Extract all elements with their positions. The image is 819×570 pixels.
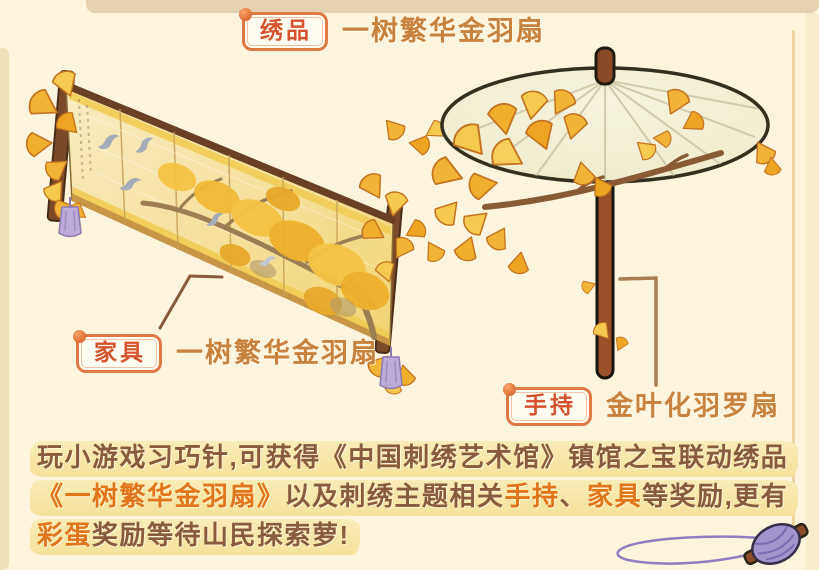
furniture-tag-badge: 家具 <box>73 330 162 373</box>
tassel-icon-right <box>379 347 403 390</box>
badge-dot-icon <box>73 330 86 343</box>
ginkgo-branch <box>482 150 724 210</box>
badge-dot-icon <box>503 383 516 396</box>
bird-icons <box>97 134 277 268</box>
description-line-1-text: 玩小游戏习巧针,可获得《中国刺绣艺术馆》镇馆之宝联动绣品 <box>37 442 789 472</box>
screen-right-post <box>374 201 403 354</box>
furniture-keyword: 家具 <box>587 481 643 511</box>
furniture-tag-label: 家具 <box>94 339 146 365</box>
parasol-canopy <box>440 66 770 184</box>
screen-left-post <box>46 70 76 222</box>
parasol-finial <box>594 46 616 86</box>
screen-fabric <box>63 80 395 347</box>
handheld-tag-badge: 手持 <box>503 383 592 426</box>
separator: 、 <box>559 481 588 511</box>
handheld-keyword: 手持 <box>504 481 560 511</box>
embroidery-tag-badge: 绣品 <box>239 8 328 51</box>
screen-bottom-rail <box>72 193 390 346</box>
screen-top-rail <box>63 80 395 225</box>
frame-right-edge <box>806 13 819 570</box>
description-line-2: 《一树繁华金羽扇》以及刺绣主题相关手持、家具等奖励,更有 <box>30 480 805 516</box>
parasol-illustration <box>427 46 783 387</box>
parasol-leaf-cluster <box>427 85 783 354</box>
frame-top-edge <box>86 0 819 13</box>
furniture-item-name: 一树繁华金羽扇 <box>176 338 379 368</box>
handheld-pointer-line <box>618 276 658 387</box>
item-name-highlight: 《一树繁华金羽扇》 <box>37 481 285 511</box>
embroidery-item-name: 一树繁华金羽扇 <box>342 16 545 46</box>
description-line-3-end: 奖励等待山民探索萝! <box>92 520 350 550</box>
handheld-tag-label: 手持 <box>524 392 576 418</box>
furniture-pointer-line <box>158 274 224 330</box>
embroidery-tag-label: 绣品 <box>260 17 312 43</box>
parasol-pole <box>595 170 615 380</box>
handheld-item-name: 金叶化羽罗扇 <box>606 391 780 421</box>
calligraphy-column <box>78 98 92 184</box>
frame-right-line <box>792 30 795 528</box>
easter-egg-keyword: 彩蛋 <box>37 520 93 550</box>
embroidered-ginkgo-tree <box>140 162 390 340</box>
frame-left-edge <box>0 48 9 570</box>
description-line-1: 玩小游戏习巧针,可获得《中国刺绣艺术馆》镇馆之宝联动绣品 <box>30 441 805 477</box>
furniture-callout: 家具 一树繁华金羽扇 <box>73 330 379 373</box>
badge-dot-icon <box>239 8 252 21</box>
handheld-callout: 手持 金叶化羽罗扇 <box>503 383 780 426</box>
description-line-3: 彩蛋奖励等待山民探索萝! <box>30 519 805 555</box>
tassel-icon-left <box>58 197 82 238</box>
description-line-2-end: 等奖励,更有 <box>642 481 789 511</box>
event-description: 玩小游戏习巧针,可获得《中国刺绣艺术馆》镇馆之宝联动绣品 《一树繁华金羽扇》以及… <box>30 441 805 558</box>
screen-panel-dividers <box>119 108 338 320</box>
description-line-2-mid: 以及刺绣主题相关 <box>284 481 505 511</box>
embroidery-callout: 绣品 一树繁华金羽扇 <box>239 8 545 51</box>
